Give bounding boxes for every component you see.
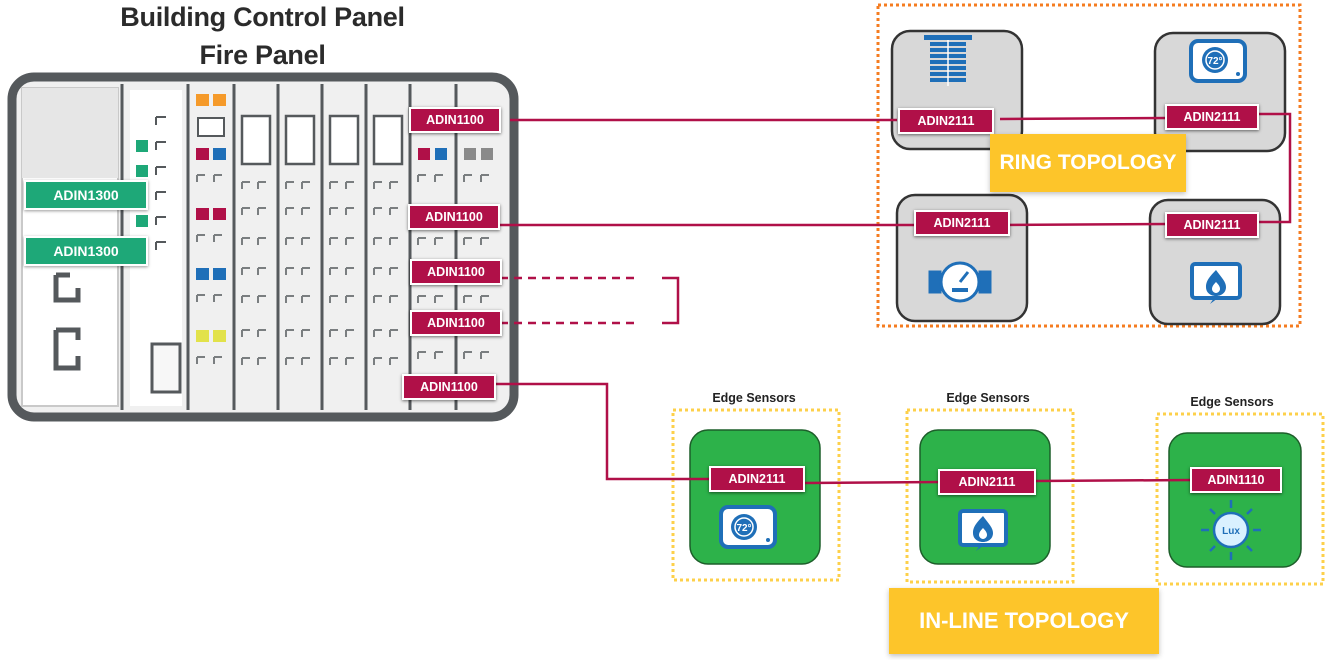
window-blinds-icon [924,35,972,86]
ring-chip-2: ADIN2111 [1165,104,1259,130]
lux-sensor-icon: Lux [1201,500,1261,560]
inline-boundary-2 [905,408,1075,584]
thermostat-icon: 72° [1189,39,1247,83]
adin1100-chip-2: ADIN1100 [408,204,500,230]
ring-topology-label: RING TOPOLOGY [990,134,1186,192]
inline-chip-2: ADIN2111 [938,469,1036,495]
adin1100-chip-3: ADIN1100 [410,259,502,285]
ring-chip-4: ADIN2111 [1165,212,1259,238]
adin1300-chip-2: ADIN1300 [24,236,148,266]
ring-chip-1: ADIN2111 [898,108,994,134]
network-links [496,112,1292,485]
adin1100-chip-1: ADIN1100 [409,107,501,133]
ring-chip-3: ADIN2111 [914,210,1010,236]
thermostat-icon: 72° [719,505,777,549]
adin1100-chip-5: ADIN1100 [402,374,496,400]
edge-sensors-heading-1: Edge Sensors [712,391,796,405]
sensor-node-3 [1168,432,1302,568]
inline-topology-label: IN-LINE TOPOLOGY [889,588,1159,654]
ring-topology-boundary [876,3,1302,328]
edge-sensors-heading-2: Edge Sensors [946,391,1030,405]
thermostat-reading: 72° [736,523,751,534]
flame-detector-icon [958,509,1008,551]
thermostat-reading: 72° [1207,56,1222,67]
edge-sensors-heading-3: Edge Sensors [1190,395,1274,409]
water-meter-icon [928,261,992,303]
lux-reading: Lux [1222,526,1240,537]
adin1300-chip-1: ADIN1300 [24,180,148,210]
sensor-node-2 [919,429,1051,565]
panel-title: Building Control Panel [120,2,405,32]
panel-subtitle: Fire Panel [199,40,326,70]
adin1100-chip-4: ADIN1100 [410,310,502,336]
inline-chip-3: ADIN1110 [1190,467,1282,493]
flame-detector-icon [1190,262,1242,304]
inline-chip-1: ADIN2111 [709,466,805,492]
